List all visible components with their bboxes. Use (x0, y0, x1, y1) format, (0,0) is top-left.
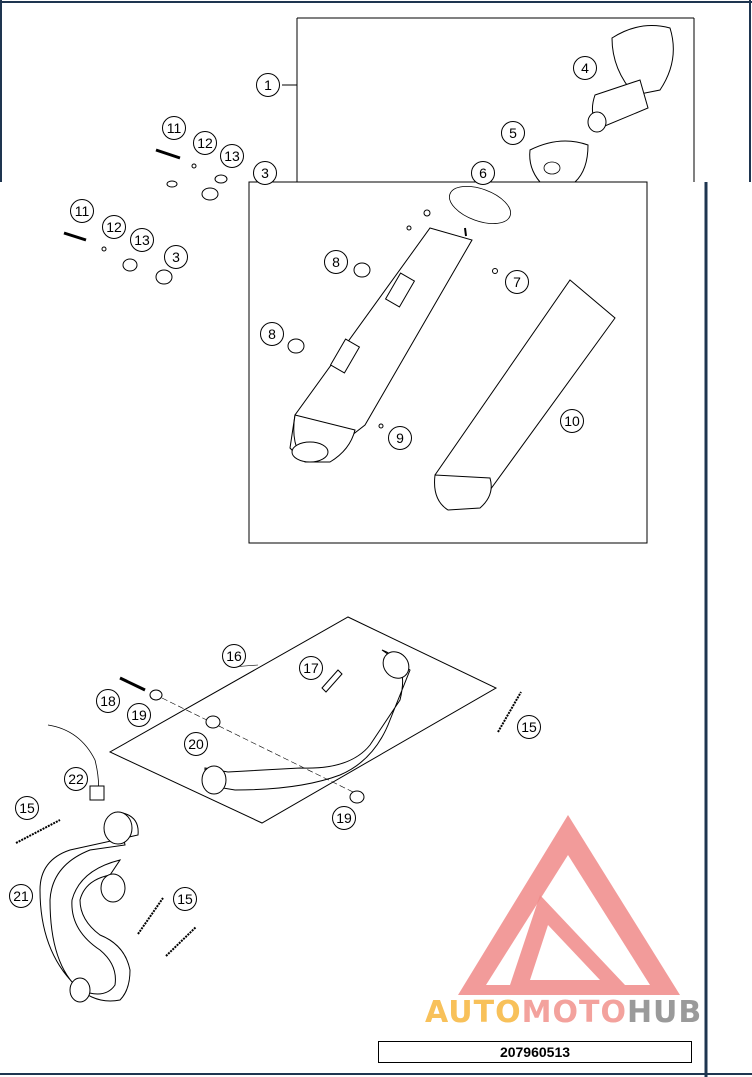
callout-circle-c8a (324, 250, 348, 274)
callout-circle-c1 (256, 73, 280, 97)
callout-circle-c11b (70, 199, 94, 223)
end-cone-part (529, 140, 589, 183)
callout-labels: 1 4 5 6 11 12 13 3 11 12 13 3 8 7 8 10 9 16 17 18 19 15 20 22 19… (9, 56, 597, 911)
grommet-part (353, 262, 371, 278)
callout-circle-c5 (501, 121, 525, 145)
callout-circle-c16 (222, 644, 246, 668)
wordmark-hub: HUB (626, 995, 703, 1030)
callout-circle-c7 (505, 270, 529, 294)
callout-label-c19b: 19 (336, 810, 352, 826)
callout-circle-c19b (332, 806, 356, 830)
manifold-pipe-part (201, 649, 411, 795)
callout-label-c13a: 13 (224, 148, 240, 164)
silencer-body-part (289, 227, 473, 463)
callout-circle-c15b (15, 796, 39, 820)
callout-label-c11b: 11 (75, 203, 90, 219)
callout-label-c15b: 15 (19, 800, 35, 816)
middle-panel (63, 181, 648, 544)
callout-circle-c22 (64, 767, 88, 791)
callout-label-c1: 1 (264, 77, 272, 93)
callout-label-c12b: 12 (106, 219, 122, 235)
callout-label-c13b: 13 (134, 232, 150, 248)
callout-circle-c8b (260, 322, 284, 346)
callout-circle-c10 (560, 409, 584, 433)
clamp-part (321, 669, 343, 693)
callout-circle-c13b (130, 228, 154, 252)
watermark-wordmark: AUTOMOTOHUB (425, 995, 702, 1030)
callout-circle-c3b (164, 245, 188, 269)
end-cap-part (587, 25, 674, 133)
callout-label-c19a: 19 (131, 707, 147, 723)
callout-label-c10: 10 (564, 413, 580, 429)
callout-label-c11a: 11 (167, 120, 182, 136)
callout-label-c21: 21 (13, 888, 29, 904)
wordmark-auto: AUTO (425, 995, 522, 1030)
callout-circle-c11a (162, 116, 186, 140)
callout-circle-c12a (193, 131, 217, 155)
callout-label-c9: 9 (396, 430, 404, 446)
seal-ring-part (449, 186, 511, 224)
callout-label-c15a: 15 (521, 719, 537, 735)
document-number: 207960513 (378, 1041, 692, 1063)
wordmark-moto: MOTO (521, 995, 627, 1030)
callout-label-c17: 17 (303, 660, 319, 676)
callout-label-c8b: 8 (268, 326, 276, 342)
callout-label-c16: 16 (226, 648, 242, 664)
grommet-part (287, 338, 305, 354)
callout-circle-c3a (253, 161, 277, 185)
callout-circle-c20 (184, 732, 208, 756)
callout-circle-c19a (127, 703, 151, 727)
callout-circle-c4 (573, 56, 597, 80)
callout-circle-c15c (173, 887, 197, 911)
callout-circle-c21 (9, 884, 33, 908)
callout-label-c8a: 8 (332, 254, 340, 270)
callout-circle-c13a (220, 144, 244, 168)
hardware-middle-row (63, 231, 173, 285)
callout-circle-c17 (299, 656, 323, 680)
bottom-section (15, 616, 522, 1003)
callout-label-c15c: 15 (177, 891, 193, 907)
callout-label-c6: 6 (479, 165, 487, 181)
callout-label-c3b: 3 (172, 249, 180, 265)
callout-circle-c18 (96, 689, 120, 713)
callout-circle-c6 (471, 161, 495, 185)
callout-label-c7: 7 (513, 274, 521, 290)
callout-circle-c12b (102, 215, 126, 239)
callout-label-c20: 20 (188, 736, 204, 752)
callout-circle-c9 (388, 426, 412, 450)
hardware-top-row (155, 148, 228, 201)
callout-label-c5: 5 (509, 125, 517, 141)
callout-label-c22: 22 (68, 771, 84, 787)
callout-label-c18: 18 (100, 693, 116, 709)
outer-sleeve-part (434, 279, 616, 511)
top-panel-silencer-group (155, 17, 695, 201)
callout-circle-c15a (517, 715, 541, 739)
callout-label-c12a: 12 (197, 135, 213, 151)
callout-label-c4: 4 (581, 60, 589, 76)
callout-label-c3a: 3 (261, 165, 269, 181)
header-pipe-part (39, 811, 139, 1003)
